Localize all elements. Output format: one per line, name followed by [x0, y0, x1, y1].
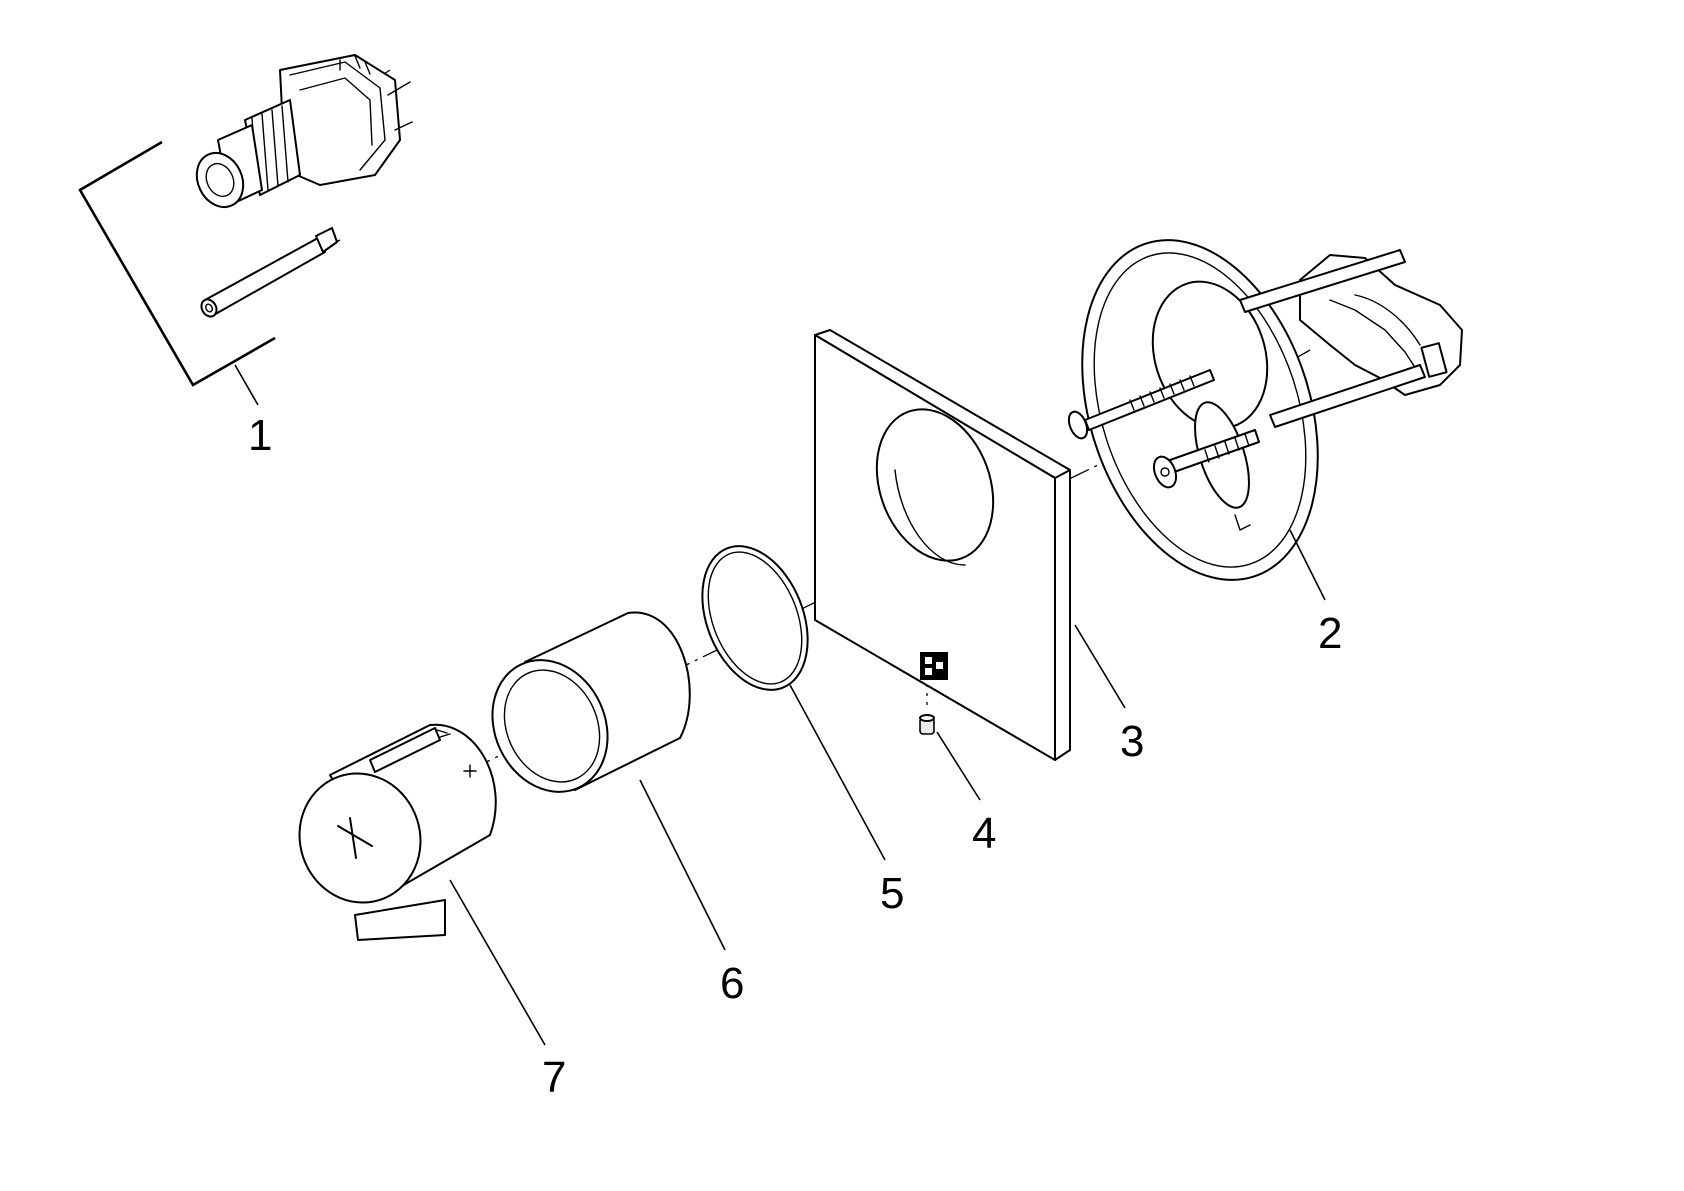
plate-opening	[875, 408, 995, 562]
callout-5: 5	[880, 869, 904, 918]
callout-4: 4	[972, 809, 996, 858]
spindle	[200, 227, 338, 318]
leader-1	[234, 364, 259, 406]
part-3-cover-plate	[814, 329, 1071, 761]
part-5-o-ring	[701, 545, 809, 691]
callout-6: 6	[720, 959, 744, 1008]
screw-lower	[1152, 429, 1260, 489]
cartridge	[195, 54, 413, 209]
part-2-mounting-ring	[1067, 239, 1463, 581]
callout-1: 1	[248, 411, 272, 460]
plate-side	[1054, 461, 1071, 761]
leader-4	[936, 731, 981, 801]
part-6-sleeve	[491, 611, 691, 793]
leader-3	[1074, 624, 1126, 709]
part-1-cartridge-assembly	[78, 54, 413, 387]
leader-7	[449, 879, 546, 1046]
leader-2	[1289, 529, 1326, 601]
callout-2: 2	[1318, 609, 1342, 658]
callout-7: 7	[542, 1053, 566, 1102]
screw-upper	[1067, 369, 1215, 440]
part-4-set-screw	[919, 714, 935, 735]
leader-5	[789, 684, 886, 861]
brand-logo-icon	[920, 652, 948, 680]
leader-6	[639, 779, 726, 951]
callout-3: 3	[1120, 717, 1144, 766]
part-7-handle	[298, 723, 497, 941]
part-1-bracket	[78, 140, 276, 387]
callout-labels: 1 2 3 4 5 6 7	[248, 411, 1342, 1102]
leader-lines	[234, 364, 1326, 1046]
